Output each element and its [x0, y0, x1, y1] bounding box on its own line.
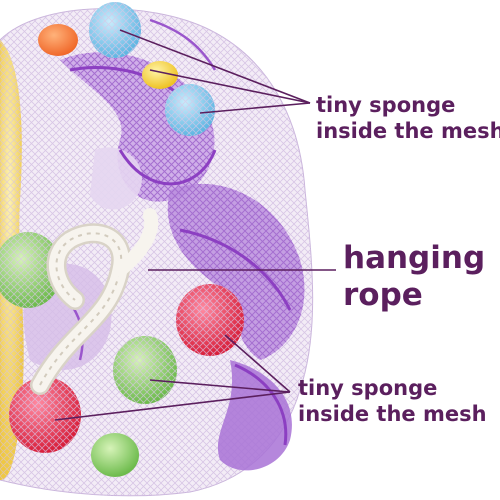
- callout-top-line1: tiny sponge: [316, 93, 456, 117]
- callout-bottom: tiny sponge inside the mesh: [298, 375, 487, 428]
- sponge-green-low: [91, 433, 139, 477]
- callout-top: tiny sponge inside the mesh: [316, 92, 500, 145]
- callout-top-line2: inside the mesh: [316, 119, 500, 144]
- leader-bottom-2: [149, 379, 291, 393]
- leader-top-1: [119, 29, 311, 104]
- leader-top-3: [199, 102, 311, 114]
- leader-lines: [54, 29, 336, 421]
- leader-bottom-1: [224, 334, 291, 393]
- callout-bottom-line2: inside the mesh: [298, 402, 487, 427]
- sponge-yellow-top: [142, 61, 178, 89]
- callout-middle-line2: rope: [343, 277, 423, 314]
- callout-bottom-line1: tiny sponge: [298, 376, 438, 400]
- leader-bottom-3: [54, 391, 291, 421]
- callout-middle: hanging rope: [343, 240, 485, 314]
- callout-middle-line1: hanging: [343, 240, 486, 276]
- sponge-orange-top: [38, 24, 78, 56]
- hanging-rope: [30, 208, 159, 395]
- tiny-sponges: [0, 2, 244, 477]
- leader-top-2: [149, 69, 311, 104]
